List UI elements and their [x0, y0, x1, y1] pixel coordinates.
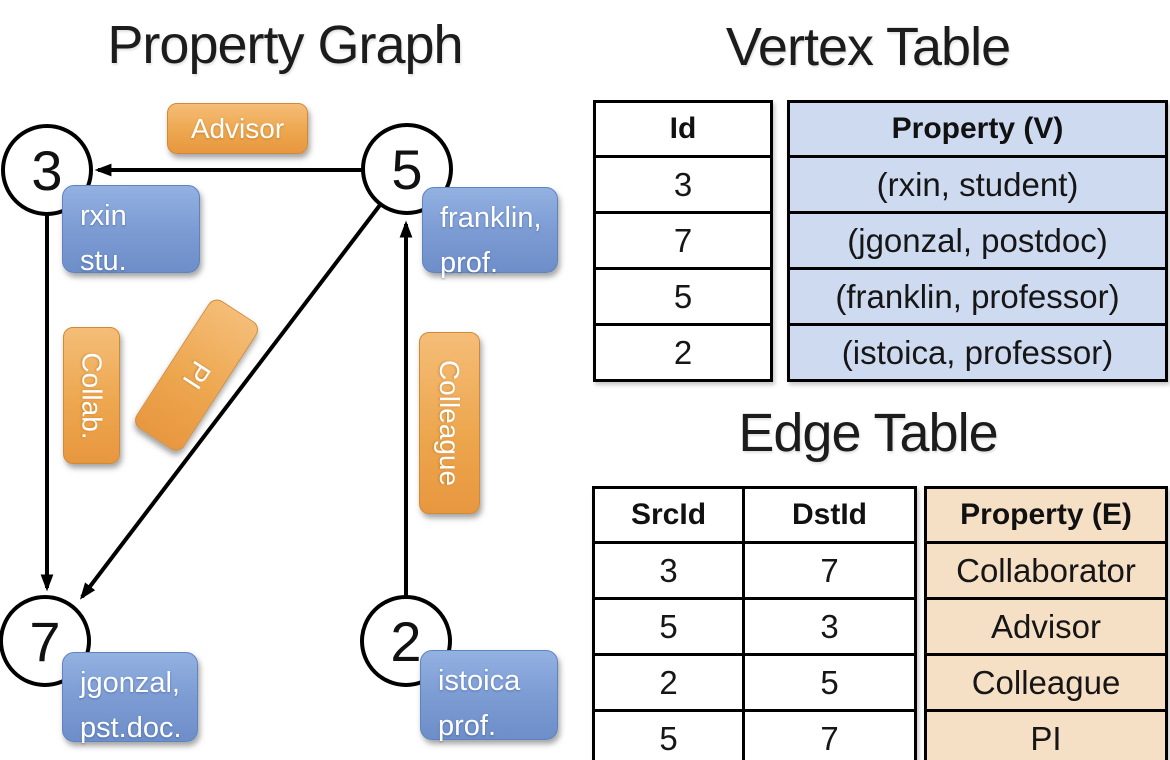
- edge-label-colleague-text: Colleague: [434, 359, 466, 487]
- vertex-table-header-property: Property (V): [787, 100, 1168, 158]
- edge-table-property-cell: Colleague: [924, 653, 1168, 712]
- vertex-table-id-cell: 2: [593, 323, 773, 382]
- vertex-label-jgonzal-line1: jgonzal,: [80, 667, 180, 699]
- edge-label-collab-text: Collab.: [76, 351, 108, 440]
- vertex-table-id-cell: 5: [593, 267, 773, 326]
- property-graph-title: Property Graph: [107, 15, 463, 75]
- vertex-label-franklin-line2: prof.: [440, 247, 499, 279]
- vertex-table-property-cell: (istoica, professor): [787, 323, 1168, 382]
- vertex-table-property-cell: (rxin, student): [787, 155, 1168, 214]
- vertex-label-franklin-line1: franklin,: [440, 202, 542, 234]
- vertex-node-5: 5: [361, 123, 453, 215]
- vertex-label-rxin: rxin stu.: [62, 185, 200, 277]
- vertex-table-id-cell: 7: [593, 211, 773, 270]
- vertex-label-istoica-line2: prof.: [438, 710, 497, 742]
- vertex-table-property-cell: (franklin, professor): [787, 267, 1168, 326]
- vertex-label-jgonzal: jgonzal, pst.doc.: [62, 652, 198, 744]
- vertex-label-rxin-line2: stu.: [80, 245, 127, 277]
- vertex-table-id-cell: 3: [593, 155, 773, 214]
- edge-table-dstid-cell: 7: [742, 709, 917, 760]
- vertex-table-property-cell: (jgonzal, postdoc): [787, 211, 1168, 270]
- edge-table-dstid-cell: 3: [742, 597, 917, 656]
- vertex-table-title: Vertex Table: [725, 17, 1011, 77]
- edge-table-dstid-cell: 7: [742, 541, 917, 600]
- edge-label-collab: Collab.: [63, 327, 120, 464]
- vertex-label-istoica-line1: istoica: [438, 665, 521, 697]
- edge-table-dstid-cell: 5: [742, 653, 917, 712]
- vertex-node-2-id: 2: [390, 609, 422, 673]
- edge-table-property-cell: Collaborator: [924, 541, 1168, 600]
- edge-table-srcid-cell: 5: [592, 709, 745, 760]
- edge-label-colleague: Colleague: [419, 332, 480, 514]
- edge-table-srcid-cell: 3: [592, 541, 745, 600]
- edge-table-srcid-cell: 2: [592, 653, 745, 712]
- edge-table-property-cell: Advisor: [924, 597, 1168, 656]
- graph-edges-layer: [40, 163, 413, 600]
- vertex-node-2: 2: [360, 595, 452, 687]
- vertex-label-franklin: franklin, prof.: [422, 187, 558, 279]
- edge-table-header-property: Property (E): [924, 486, 1168, 544]
- edge-label-advisor-text: Advisor: [190, 112, 285, 144]
- edge-line-pi-5-to-7: [79, 203, 382, 600]
- vertex-label-jgonzal-line2: pst.doc.: [80, 712, 182, 744]
- vertex-label-istoica: istoica prof.: [420, 650, 558, 742]
- vertex-node-3-id: 3: [31, 138, 63, 202]
- edge-table-header-srcid: SrcId: [592, 486, 745, 544]
- edge-table-header-dstid: DstId: [742, 486, 917, 544]
- edge-table-property-cell: PI: [924, 709, 1168, 760]
- edge-table-id-columns: SrcId DstId 3 7 5 3 2 5 5 7: [592, 486, 917, 760]
- vertex-node-7-id: 7: [29, 609, 61, 673]
- vertex-table-property-column: Property (V) (rxin, student) (jgonzal, p…: [787, 100, 1168, 382]
- edge-table-title: Edge Table: [738, 403, 998, 463]
- vertex-label-rxin-line1: rxin: [80, 200, 127, 232]
- vertex-table-id-column: Id 3 7 5 2: [593, 100, 773, 382]
- edge-label-pi-text: PI: [176, 355, 218, 395]
- edge-table-srcid-cell: 5: [592, 597, 745, 656]
- vertex-node-5-id: 5: [391, 137, 423, 201]
- edge-label-advisor: Advisor: [167, 103, 308, 154]
- vertex-table-header-id: Id: [593, 100, 773, 158]
- edge-table-property-column: Property (E) Collaborator Advisor Collea…: [924, 486, 1168, 760]
